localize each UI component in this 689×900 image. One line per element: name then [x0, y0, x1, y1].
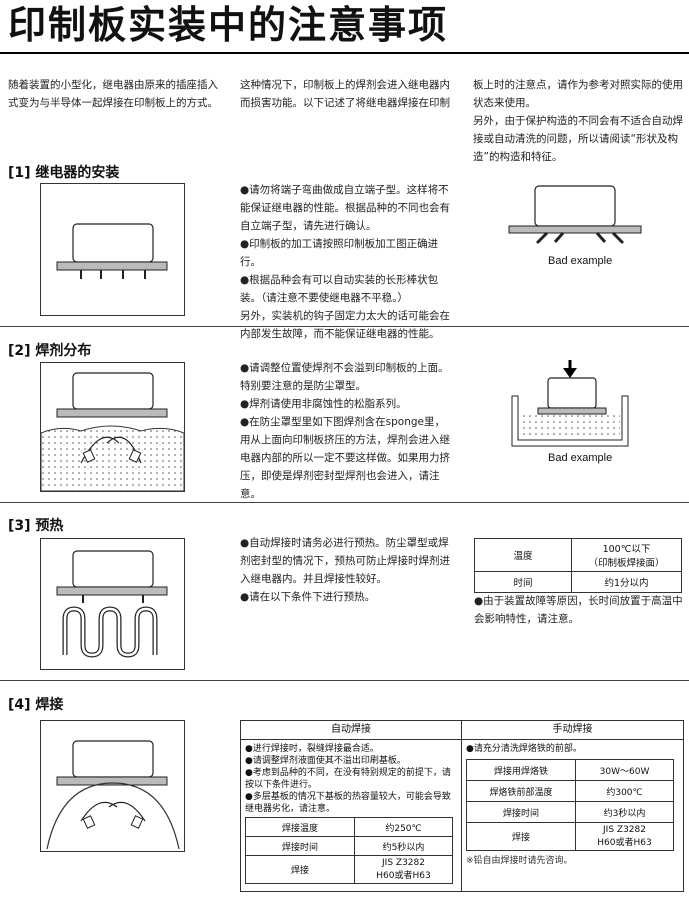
manual-time-value: 约3秒以内 — [575, 801, 674, 823]
section-divider-3 — [0, 680, 689, 681]
manual-note: ※铅自由焊接时请先咨询。 — [466, 856, 573, 866]
title-divider — [0, 52, 689, 54]
manual-solder-grade: H60或者H63 — [597, 838, 652, 848]
auto-temp-label: 焊接温度 — [245, 817, 355, 837]
auto-soldering-header: 自动焊接 — [241, 721, 462, 740]
section1-heading: [1] 继电器的安装 — [8, 165, 120, 181]
section1-bullets: ●请勿将端子弯曲做成自立端子型。这样将不能保证继电器的性能。根据品种的不同也会有… — [240, 181, 452, 343]
sponge-press-diagram — [511, 360, 629, 447]
auto-solder-grade: H60或者H63 — [376, 871, 431, 881]
manual-solder-label: 焊接 — [466, 822, 576, 851]
section3-heading: [3] 预热 — [8, 518, 64, 534]
auto-solder-std: JIS Z3282 — [382, 858, 425, 868]
auto-bullet-1: ●进行焊接时，裂缝焊接最合适。 — [245, 744, 379, 754]
relay-mount-figure — [40, 183, 185, 316]
table-row: 焊接 JIS Z3282 H60或者H63 — [245, 855, 453, 884]
manual-bullets: ●请充分清洗焊烙铁的前部。 — [466, 743, 680, 755]
manual-bullet-1: ●请充分清洗焊烙铁的前部。 — [466, 744, 582, 754]
preheat-time-label: 时间 — [474, 571, 572, 593]
manual-solder-std: JIS Z3282 — [603, 825, 646, 835]
auto-bullets: ●进行焊接时，裂缝焊接最合适。 ●请调整焊剂液面使其不溢出印刷基板。 ●考虑到品… — [245, 743, 459, 815]
auto-temp-value: 约250℃ — [354, 817, 453, 837]
section2-heading: [2] 焊剂分布 — [8, 343, 92, 359]
preheat-temp-value-b: （印制板焊接面） — [588, 558, 665, 569]
auto-time-label: 焊接时间 — [245, 836, 355, 856]
intro-col1: 随着装置的小型化，继电器由原来的插座插入式变为与半导体一起焊接在印制板上的方式。 — [8, 79, 218, 109]
soldering-panel: 自动焊接 手动焊接 ●进行焊接时，裂缝焊接最合适。 ●请调整焊剂液面使其不溢出印… — [240, 720, 684, 892]
auto-bullet-3: ●考虑到品种的不同，在没有特别规定的前提下，请按以下条件进行。 — [245, 768, 451, 790]
preheat-temp-value: 100℃以下 （印制板焊接面） — [571, 538, 682, 572]
table-row: 焊接时间 约3秒以内 — [466, 801, 674, 823]
auto-solder-label: 焊接 — [245, 855, 355, 884]
auto-bullet-2: ●请调整焊剂液面使其不溢出印刷基板。 — [245, 756, 406, 766]
manual-conditions-table: 焊接用焊烙铁 30W～60W 焊烙铁前部温度 约300℃ 焊接时间 约3秒以内 … — [466, 759, 674, 851]
preheat-figure — [40, 538, 185, 670]
flux-diagram — [40, 372, 185, 492]
bent-terminal-diagram — [508, 185, 642, 245]
manual-iron-value: 30W～60W — [575, 759, 674, 781]
auto-time-value: 约5秒以内 — [354, 836, 453, 856]
s3-bullet-1: ●自动焊接时请务必进行预热。防尘罩型或焊剂密封型的情况下，预热可防止焊接时焊剂进… — [240, 537, 450, 585]
manual-tip-temp-label: 焊烙铁前部温度 — [466, 780, 576, 802]
s1-note: 另外，实装机的钩子固定力太大的话可能会在内部发生故障，而不能保证继电器的性能。 — [240, 310, 450, 340]
intro-col2: 这种情况下，印制板上的焊剂会进入继电器内而损害功能。以下记述了将继电器焊接在印制 — [240, 79, 450, 109]
manual-iron-label: 焊接用焊烙铁 — [466, 759, 576, 781]
preheat-diagram — [56, 550, 168, 658]
auto-bullet-4: ●多层基板的情况下基板的热容量较大，可能会导致继电器劣化，请注意。 — [245, 792, 451, 814]
flux-figure — [40, 362, 185, 492]
s2-bullet-3: ●在防尘罩型里如下图焊剂含在sponge里，用从上面向印制板挤压的方法，焊剂会进… — [240, 416, 450, 500]
manual-solder-value: JIS Z3282 H60或者H63 — [575, 822, 674, 851]
s2-bullet-2: ●焊剂请使用非腐蚀性的松脂系列。 — [240, 398, 407, 410]
manual-tip-temp-value: 约300℃ — [575, 780, 674, 802]
s1-bullet-2: ●印制板的加工请按照印制板加工图正确进行。 — [240, 238, 439, 268]
table-row: 温度 100℃以下 （印制板焊接面） — [474, 538, 682, 572]
s3-bullet-2: ●请在以下条件下进行预热。 — [240, 591, 376, 603]
section-divider-1 — [0, 326, 689, 327]
preheat-time-value: 约1分以内 — [571, 571, 682, 593]
table-row: 焊接时间 约5秒以内 — [245, 836, 453, 856]
relay-mount-diagram — [56, 223, 168, 279]
soldering-figure — [40, 720, 185, 852]
table-row: 焊烙铁前部温度 约300℃ — [466, 780, 674, 802]
section4-heading: [4] 焊接 — [8, 697, 64, 713]
section-divider-2 — [0, 502, 689, 503]
panel-divider — [461, 739, 462, 891]
table-row: 焊接 JIS Z3282 H60或者H63 — [466, 822, 674, 851]
preheat-temp-value-a: 100℃以下 — [602, 544, 651, 555]
preheat-table: 温度 100℃以下 （印制板焊接面） 时间 约1分以内 — [474, 538, 682, 593]
auto-solder-value: JIS Z3282 H60或者H63 — [354, 855, 453, 884]
s2-bullet-1: ●请调整位置使焊剂不会溢到印制板的上面。特别要注意的是防尘罩型。 — [240, 362, 449, 392]
s3-note: ●由于装置故障等原因，长时间放置于高温中会影响特性，请注意。 — [474, 595, 683, 625]
table-row: 焊接温度 约250℃ — [245, 817, 453, 837]
bad-example-caption-1: Bad example — [548, 255, 613, 267]
section2-bullets: ●请调整位置使焊剂不会溢到印制板的上面。特别要注意的是防尘罩型。 ●焊剂请使用非… — [240, 359, 452, 503]
page-title: 印制板实装中的注意事项 — [8, 3, 449, 47]
intro-col3b: 另外，由于保护构造的不同会有不适合自动焊接或自动清洗的问题，所以请阅读“形状及构… — [473, 115, 683, 163]
s1-bullet-3: ●根据品种会有可以自动实装的长形棒状包装。（请注意不要使继电器不平稳。） — [240, 274, 439, 304]
intro-col3a: 板上时的注意点，请作为参考对照实际的使用状态来使用。 — [473, 79, 683, 109]
bad-example-figure-2 — [510, 360, 630, 448]
table-row: 焊接用焊烙铁 30W～60W — [466, 759, 674, 781]
auto-conditions-table: 焊接温度 约250℃ 焊接时间 约5秒以内 焊接 JIS Z3282 H60或者… — [245, 817, 453, 884]
table-row: 时间 约1分以内 — [474, 571, 682, 593]
manual-time-label: 焊接时间 — [466, 801, 576, 823]
bad-example-figure-1 — [505, 180, 645, 250]
bad-example-caption-2: Bad example — [548, 452, 613, 464]
manual-soldering-header: 手动焊接 — [462, 721, 683, 740]
section3-bullets: ●自动焊接时请务必进行预热。防尘罩型或焊剂密封型的情况下，预热可防止焊接时焊剂进… — [240, 534, 452, 606]
soldering-diagram — [46, 740, 180, 850]
preheat-temp-label: 温度 — [474, 538, 572, 572]
s1-bullet-1: ●请勿将端子弯曲做成自立端子型。这样将不能保证继电器的性能。根据品种的不同也会有… — [240, 184, 450, 232]
